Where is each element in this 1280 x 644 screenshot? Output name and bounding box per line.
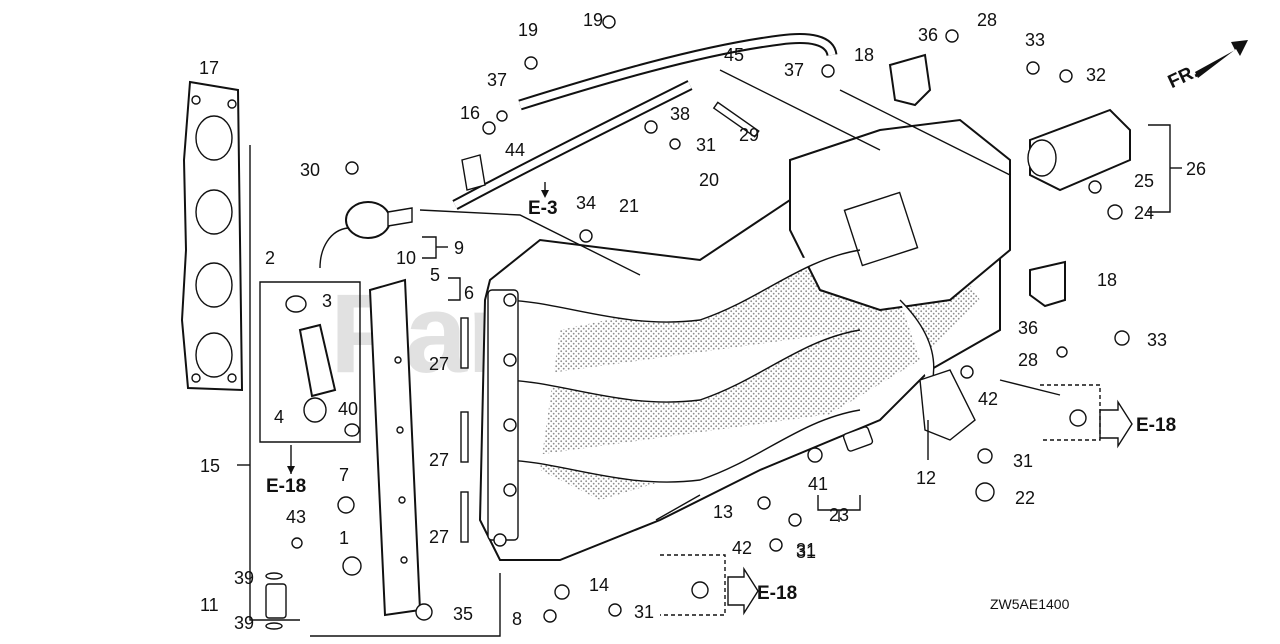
- callout: 42: [732, 538, 752, 558]
- callout: 34: [576, 193, 596, 213]
- reference-arrows: [660, 40, 1248, 616]
- callout: 31: [796, 542, 816, 562]
- callout: 24: [1134, 203, 1154, 223]
- drawing-code: ZW5AE1400: [990, 596, 1070, 612]
- arrow-down-icon: [287, 466, 295, 474]
- callout: 29: [739, 125, 759, 145]
- callout: 28: [1018, 350, 1038, 370]
- callout: 39: [234, 613, 254, 633]
- reference-label: E-3: [528, 198, 558, 219]
- leader-lines: [237, 69, 1182, 637]
- callout: 5: [430, 265, 440, 285]
- callout: 42: [978, 389, 998, 409]
- idle-air-valve: [1027, 108, 1131, 220]
- callouts: 17 19 19 28 36 33 18 45 37 37 32 16 38 2…: [199, 10, 1206, 633]
- callout: 17: [199, 58, 219, 78]
- callout: 32: [1086, 65, 1106, 85]
- reference-label: E-18: [266, 476, 306, 497]
- direction-label: FR.: [1165, 61, 1202, 93]
- callout: 41: [808, 474, 828, 494]
- callout: 40: [338, 399, 358, 419]
- callout: 38: [670, 104, 690, 124]
- callout: 18: [854, 45, 874, 65]
- callout: 18: [1097, 270, 1117, 290]
- callout: 36: [1018, 318, 1038, 338]
- callout: 10: [396, 248, 416, 268]
- callout: 7: [339, 465, 349, 485]
- callout: 20: [699, 170, 719, 190]
- fasteners: [265, 15, 1130, 630]
- callout: 8: [512, 609, 522, 629]
- callout: 6: [464, 283, 474, 303]
- callout: 9: [454, 238, 464, 258]
- fuel-rail: [368, 278, 422, 617]
- reference-label: E-18: [757, 583, 797, 604]
- callout: 27: [429, 354, 449, 374]
- callout: 23: [829, 505, 849, 525]
- callout: 11: [200, 595, 219, 615]
- callout: 25: [1134, 171, 1154, 191]
- callout: 30: [300, 160, 320, 180]
- intake-gasket: [180, 80, 244, 392]
- callout: 33: [1025, 30, 1045, 50]
- fr-arrow-icon: [1195, 40, 1248, 78]
- callout: 3: [322, 291, 332, 311]
- callout: 37: [784, 60, 804, 80]
- callout: 31: [696, 135, 716, 155]
- callout: 37: [487, 70, 507, 90]
- callout: 4: [274, 407, 284, 427]
- callout: 36: [918, 25, 938, 45]
- section-references: E-3 E-18 E-18 E-18: [266, 190, 1176, 604]
- callout: 22: [1015, 488, 1035, 508]
- callout: 43: [286, 507, 306, 527]
- intake-manifold: [478, 118, 1011, 561]
- callout: 21: [619, 196, 639, 216]
- hoses: [452, 33, 838, 210]
- callout: 13: [713, 502, 733, 522]
- callout: 1: [339, 528, 349, 548]
- callout: 33: [1147, 330, 1167, 350]
- callout: 12: [916, 468, 936, 488]
- fuel-injector: [285, 295, 360, 437]
- brackets: [888, 53, 1066, 441]
- callout: 19: [583, 10, 603, 30]
- callout: 44: [505, 140, 525, 160]
- callout: 35: [453, 604, 473, 624]
- callout: 31: [796, 540, 816, 560]
- callout: 16: [460, 103, 480, 123]
- callout: 15: [200, 456, 220, 476]
- callout: 28: [977, 10, 997, 30]
- callout: 31: [1013, 451, 1033, 471]
- callout: 26: [1186, 159, 1206, 179]
- callout: 39: [234, 568, 254, 588]
- callout: 14: [589, 575, 609, 595]
- pressure-regulator: [319, 201, 413, 269]
- callout: 45: [724, 45, 744, 65]
- callout: 2: [265, 248, 275, 268]
- studs: [460, 101, 760, 543]
- callout: 19: [518, 20, 538, 40]
- callout: 27: [429, 527, 449, 547]
- callout: 27: [429, 450, 449, 470]
- callout: 31: [634, 602, 654, 622]
- arrow-down-icon: [541, 190, 549, 198]
- reference-label: E-18: [1136, 415, 1176, 436]
